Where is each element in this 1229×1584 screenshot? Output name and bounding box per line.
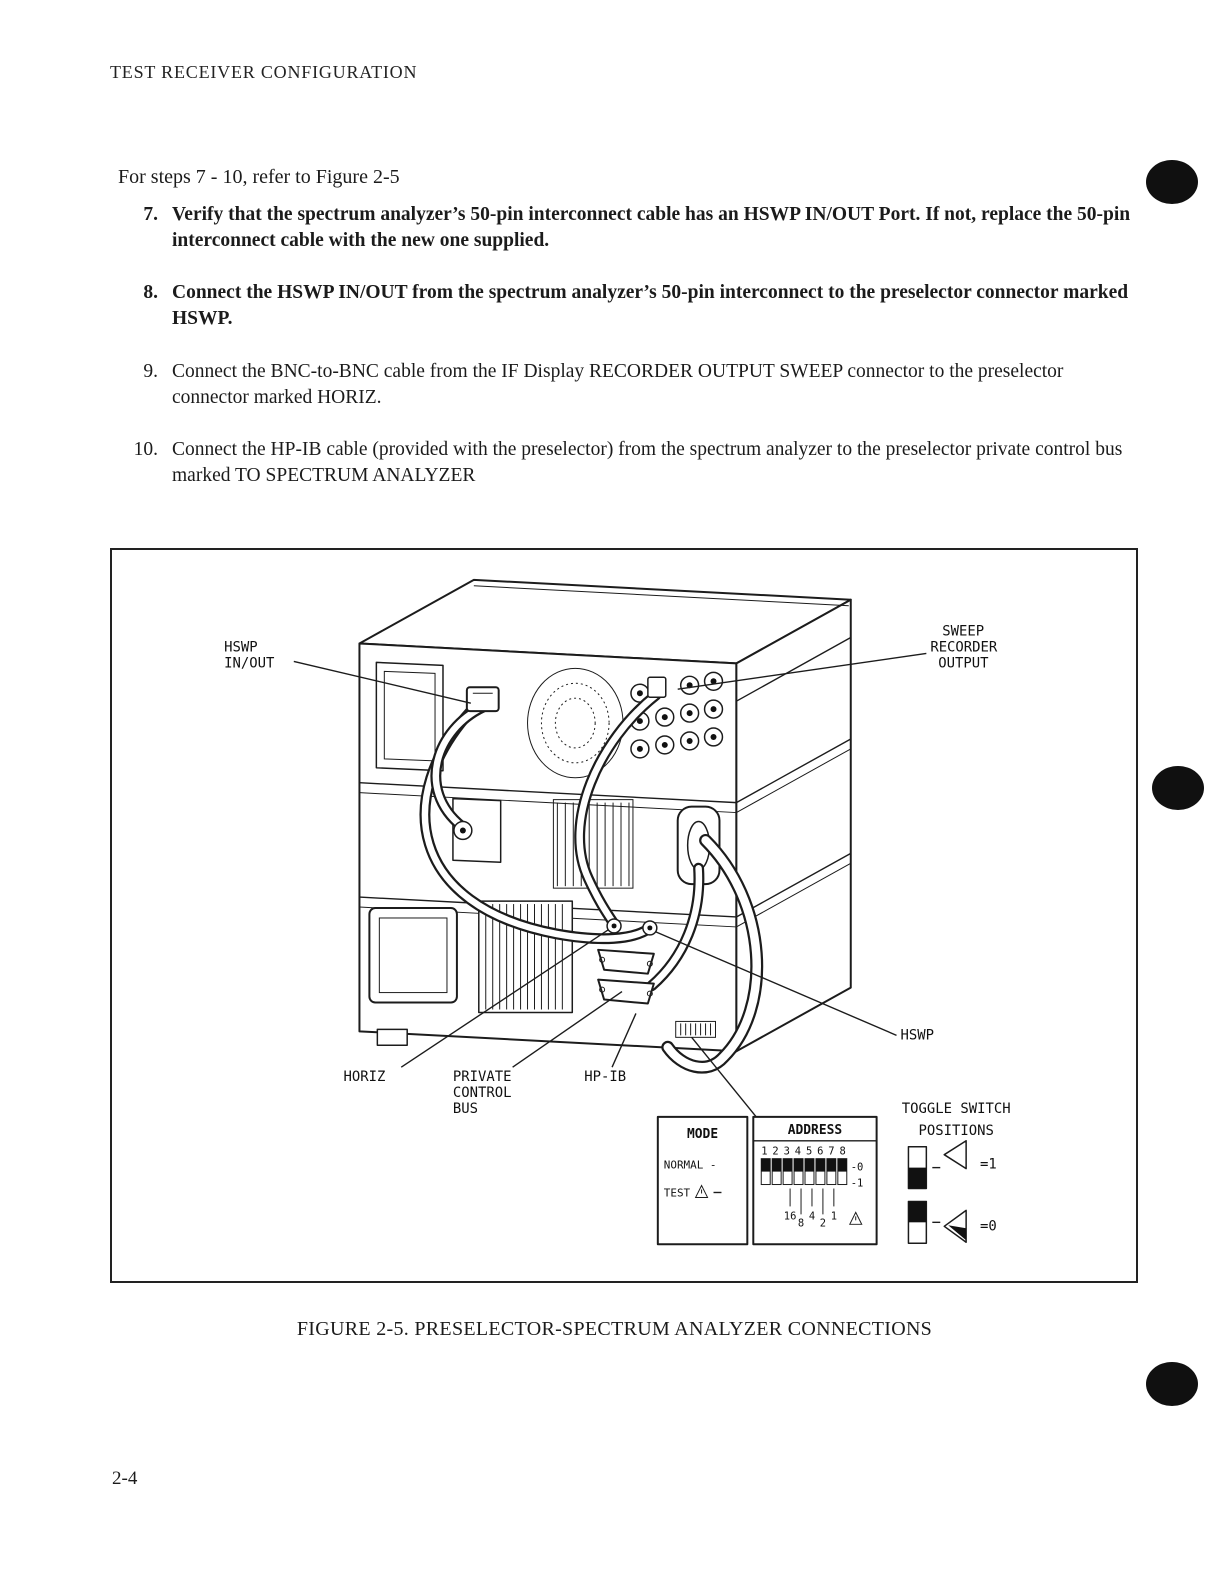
weight-4: 4 — [809, 1210, 815, 1222]
toggle-title-1: TOGGLE SWITCH — [902, 1101, 1011, 1117]
step-8-number: 8. — [143, 282, 158, 304]
dip-one-label: -1 — [851, 1178, 864, 1190]
connectors — [453, 676, 667, 1005]
label-horiz: HORIZ — [344, 1069, 386, 1085]
sweep-output-plug — [647, 676, 667, 698]
leader-lines — [293, 652, 927, 1118]
weight-16: 16 — [784, 1210, 797, 1222]
equals-one-label: =1 — [980, 1157, 997, 1173]
toggle-arrow-up-icon — [943, 1140, 967, 1170]
bnc-cable — [576, 691, 660, 928]
label-hswp-inout-2: IN/OUT — [224, 655, 275, 671]
leader-sweep-recorder — [677, 652, 927, 690]
private-bus-connector-lower — [597, 978, 655, 1005]
label-private: PRIVATE — [453, 1069, 512, 1085]
binder-hole-mark — [1146, 1362, 1198, 1406]
weight-2: 2 — [820, 1217, 826, 1229]
address-title: ADDRESS — [788, 1123, 842, 1138]
page-number: 2-4 — [112, 1468, 138, 1489]
leader-private-bus — [512, 991, 623, 1068]
hpib-cable — [663, 836, 761, 1072]
bnc-connector-grid — [630, 671, 724, 759]
mode-detail-box: MODE NORMAL - TEST — [656, 1115, 749, 1246]
leader-horiz — [400, 929, 609, 1068]
mode-title: MODE — [687, 1127, 718, 1142]
label-hswp: HSWP — [900, 1027, 934, 1043]
step-7-number: 7. — [143, 204, 158, 225]
step-8: 8. Connect the HSWP IN/OUT from the spec… — [110, 280, 1142, 331]
label-sweep-3: OUTPUT — [938, 655, 989, 671]
label-sweep-1: SWEEP — [942, 624, 984, 640]
page-header: TEST RECEIVER CONFIGURATION — [110, 62, 418, 82]
weight-ticks — [789, 1188, 835, 1215]
label-hswp-inout-1: HSWP — [224, 639, 258, 655]
label-control: CONTROL — [453, 1085, 512, 1101]
warning-triangle-icon-2 — [848, 1211, 863, 1225]
figure-2-5-drawing: HSWP IN/OUT SWEEP RECORDER OUTPUT HSWP H… — [224, 578, 1011, 1246]
spectrum-analyzer-rear-section — [452, 797, 721, 889]
step-7: 7. Verify that the spectrum analyzer’s 5… — [110, 202, 1142, 253]
step-10: 10. Connect the HP-IB cable (provided wi… — [110, 437, 1142, 488]
rear-module-3 — [368, 907, 458, 1004]
leader-hpib — [611, 1013, 637, 1068]
weight-8: 8 — [798, 1217, 804, 1229]
step-10-text: Connect the HP-IB cable (provided with t… — [172, 439, 1123, 487]
step-7-text: Verify that the spectrum analyzer’s 50-p… — [172, 204, 1131, 251]
warning-triangle-icon — [694, 1184, 709, 1198]
step-8-text: Connect the HSWP IN/OUT from the spectru… — [172, 282, 1129, 330]
cables — [419, 689, 764, 1074]
rear-dip-switch-bank — [675, 1020, 716, 1038]
control-bus-cable — [648, 865, 703, 989]
step-9: 9. Connect the BNC-to-BNC cable from the… — [110, 359, 1142, 410]
leader-switch-detail — [691, 1036, 757, 1118]
step-9-number: 9. — [143, 360, 158, 382]
intro-text: For steps 7 - 10, refer to Figure 2-5 — [118, 166, 400, 188]
dip-zero-label: -0 — [851, 1162, 864, 1174]
dip-switch-row — [760, 1158, 848, 1186]
mode-test-label: TEST — [664, 1186, 691, 1199]
dip-switch-numbers: 1 2 3 4 5 6 7 8 — [761, 1146, 846, 1158]
label-bus: BUS — [453, 1101, 478, 1117]
hswp-inout-plug — [465, 686, 500, 713]
step-9-text: Connect the BNC-to-BNC cable from the IF… — [172, 360, 1064, 408]
figure-caption: FIGURE 2-5. PRESELECTOR-SPECTRUM ANALYZE… — [296, 1318, 933, 1340]
rear-module-2 — [452, 797, 502, 864]
leader-hswp — [655, 931, 897, 1036]
equals-zero-label: =0 — [980, 1218, 997, 1234]
cabinet-side-face — [735, 598, 852, 1053]
label-sweep-2: RECORDER — [930, 639, 998, 655]
leader-hswp-inout — [293, 660, 471, 704]
mode-normal-label: NORMAL - — [664, 1159, 717, 1172]
card-cage-slots — [485, 904, 563, 1010]
if-display-rear-section — [375, 661, 624, 779]
binder-hole-mark — [1146, 160, 1198, 204]
preselector-rear-section — [368, 900, 716, 1038]
rear-module — [375, 661, 444, 772]
toggle-switch-legend: TOGGLE SWITCH POSITIONS =1 =0 — [902, 1101, 1011, 1244]
step-10-number: 10. — [133, 439, 158, 461]
address-detail-box: ADDRESS 1 2 3 4 5 6 7 8 -0 -1 — [752, 1115, 878, 1246]
step-list: 7. Verify that the spectrum analyzer’s 5… — [110, 202, 1142, 516]
cabinet-foot — [376, 1028, 408, 1047]
weight-1: 1 — [831, 1210, 837, 1222]
interconnect-cable — [432, 703, 487, 830]
private-bus-connector-upper — [597, 948, 655, 975]
binder-hole-mark — [1152, 766, 1204, 810]
label-hpib: HP-IB — [584, 1069, 626, 1085]
figure-2-5-frame: HSWP IN/OUT SWEEP RECORDER OUTPUT HSWP H… — [110, 548, 1138, 1283]
toggle-title-2: POSITIONS — [919, 1123, 994, 1139]
